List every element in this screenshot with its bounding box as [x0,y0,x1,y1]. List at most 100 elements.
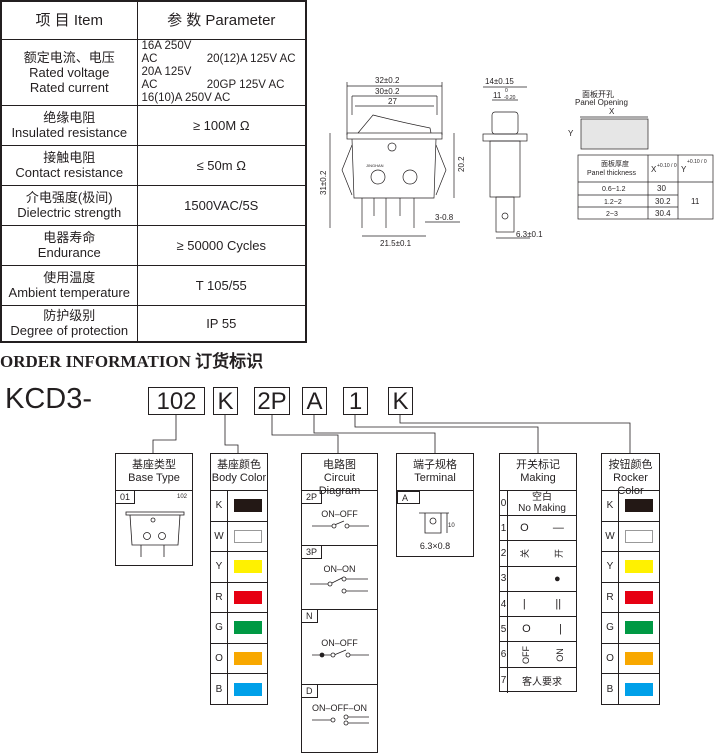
td: 30 [657,184,666,193]
terminal-option-a[interactable]: A 10 6.3×0.8 [397,491,473,557]
spec-value: ≥ 100M Ω [136,104,307,146]
color-option-O[interactable]: O [211,643,267,674]
label-cn: 额定电流、电压 [23,49,115,65]
spec-value: 1500VAC/5S [136,184,307,226]
color-code: K [211,491,228,521]
code-making: 1 [343,387,368,415]
making-code: 5 [500,617,508,642]
color-code: G [602,613,619,643]
label-en: Rated current [29,79,109,95]
th-cn: 面板厚度 [601,159,629,168]
making-option-4[interactable]: 4||| [500,591,576,618]
th-en: Panel thickness [587,170,637,177]
option-code: 2P [302,491,323,504]
color-option-W[interactable]: W [211,521,267,552]
color-swatch [625,560,653,574]
header-en: Rocker Color [613,472,648,497]
dim-side-14: 14±0.15 [485,77,514,86]
making-symbol-on: — [552,522,564,535]
option-code: A [397,491,420,504]
connector-lines [152,415,631,453]
color-option-B[interactable]: B [211,674,267,705]
making-code: 2 [500,541,508,566]
td: 1.2~2 [604,199,622,206]
color-option-Y[interactable]: Y [211,552,267,583]
color-swatch [233,529,262,543]
color-option-O[interactable]: O [602,643,659,674]
color-swatch [233,560,262,574]
color-swatch [233,651,262,665]
color-swatch [625,621,653,635]
circuit-label: ON–OFF [321,638,358,648]
color-option-K[interactable]: K [602,491,659,522]
color-swatch [233,621,262,635]
making-symbol-off: O [520,522,529,535]
terminal-size: 6.3×0.8 [419,541,451,551]
option-code: D [302,685,318,698]
dim-side-11: 11 [493,91,502,100]
color-code: W [211,521,228,551]
color-option-R[interactable]: R [211,582,267,613]
option-code: N [302,610,318,623]
option-code: 3P [302,546,323,559]
side-view [482,86,530,239]
making-option-3[interactable]: 3● [500,566,576,592]
making-symbol-on: | [558,623,562,636]
circuit-option-n[interactable]: N ON–OFF [302,610,377,685]
td-y: 11 [691,197,700,206]
tol-top: 0 [505,88,508,94]
color-option-B[interactable]: B [602,674,659,705]
order-info-title: ORDER INFORMATION 订货标识 [0,352,264,371]
header-en: Terminal [414,472,456,484]
td: 30.4 [655,209,671,218]
spec-value: ≤ 50m Ω [136,144,307,186]
color-code: R [211,582,228,612]
color-option-W[interactable]: W [602,521,659,552]
color-option-Y[interactable]: Y [602,552,659,583]
making-symbol-off: OFF [521,645,532,664]
header-cn: 开关标记 [516,459,560,471]
color-option-R[interactable]: R [602,582,659,613]
color-option-K[interactable]: K [211,491,267,522]
color-swatch [625,499,653,513]
color-option-G[interactable]: G [602,613,659,644]
making-option-5[interactable]: 5 O | [500,617,576,643]
code-circuit: 2P [254,387,290,415]
header-cn: 基座类型 [132,459,176,471]
color-option-G[interactable]: G [211,613,267,644]
value: 20(12)A 125V AC [206,52,296,65]
making-symbol-on: 开 [554,548,565,558]
th-x: X [651,165,657,174]
color-code: B [602,674,619,705]
making-code: 7 [500,667,508,694]
code-base-type: 102 [148,387,205,415]
dim-width-30: 30±0.2 [375,87,400,96]
base-type-option[interactable]: 01 102 [116,491,192,566]
making-code: 6 [500,642,508,667]
color-swatch [625,651,653,665]
color-code: Y [602,552,619,582]
making-symbol-off: | [522,598,526,611]
terminal-length: 10 [448,523,455,529]
model-prefix: KCD3- [5,383,93,415]
color-swatch [625,529,653,543]
panel-title-en: Panel Opening [575,98,628,107]
dim-width-32: 32±0.2 [375,76,400,85]
making-symbol-off: O [522,623,531,636]
switch-icon [125,511,185,557]
